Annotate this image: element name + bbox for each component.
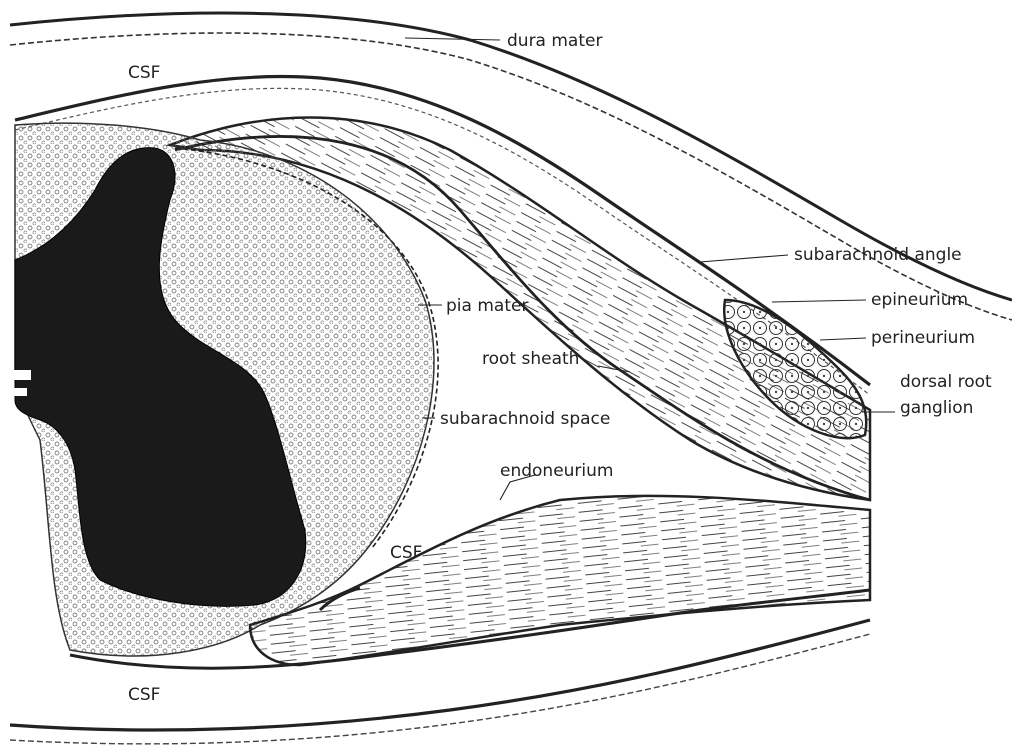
label-root-sheath: root sheath xyxy=(482,349,579,369)
label-subarachnoid-angle: subarachnoid angle xyxy=(794,245,962,265)
label-subarachnoid-space: subarachnoid space xyxy=(440,409,610,429)
label-perineurium: perineurium xyxy=(871,328,975,348)
label-dorsal-root-line2: ganglion xyxy=(900,398,973,418)
central-canal-lower xyxy=(13,388,27,396)
label-csf-top: CSF xyxy=(128,63,160,83)
label-dorsal-root-line1: dorsal root xyxy=(900,372,992,392)
label-endoneurium: endoneurium xyxy=(500,461,613,481)
label-epineurium: epineurium xyxy=(871,290,968,310)
label-pia-mater: pia mater xyxy=(446,296,528,316)
label-csf-middle: CSF xyxy=(390,543,422,563)
central-canal xyxy=(13,370,31,380)
label-csf-bottom: CSF xyxy=(128,685,160,705)
label-dura-mater: dura mater xyxy=(507,31,602,51)
